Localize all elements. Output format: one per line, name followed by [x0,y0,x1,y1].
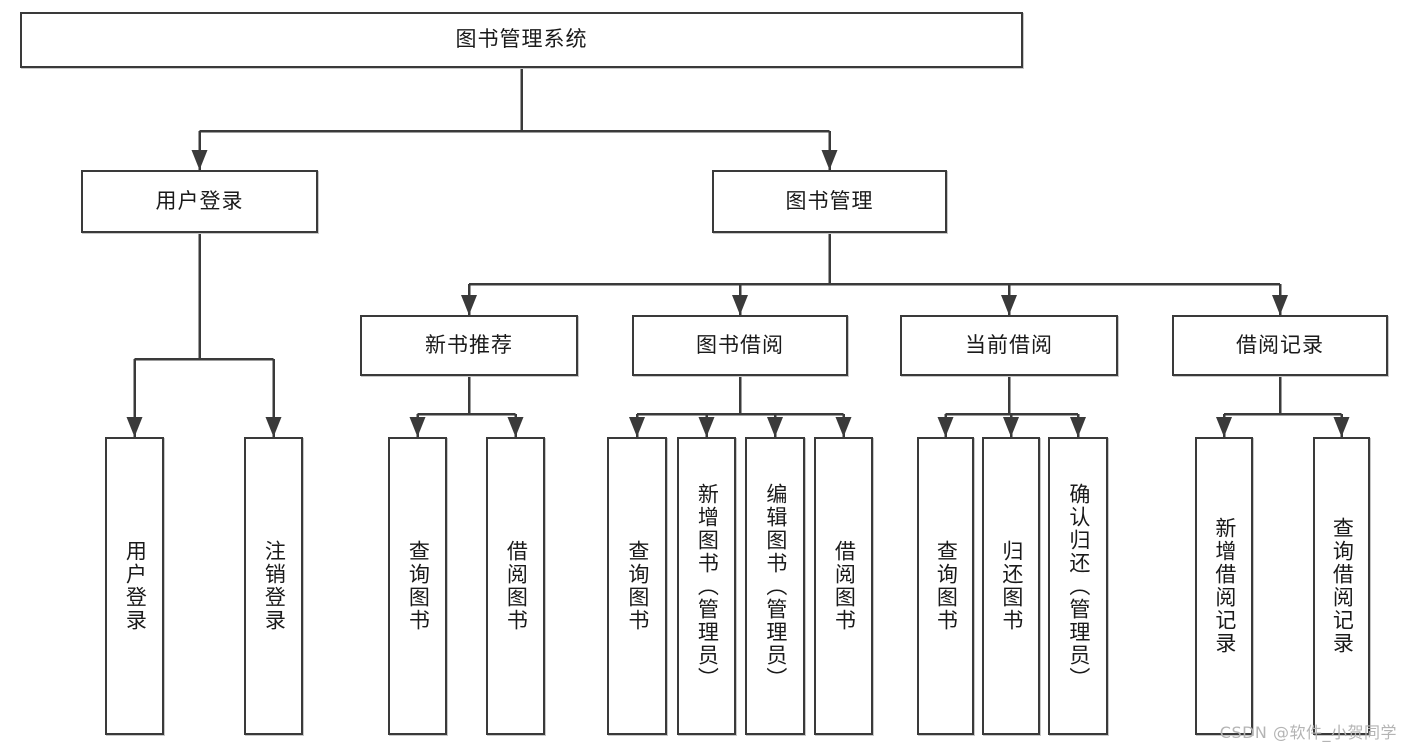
node-l-return[interactable]: 归还图书 [982,437,1040,735]
node-l-query1[interactable]: 查询图书 [388,437,447,735]
node-records[interactable]: 借阅记录 [1172,315,1388,376]
arrowhead-l-query3 [937,417,954,437]
arrowhead-l-return [1003,417,1019,437]
node-l-queryrec[interactable]: 查询借阅记录 [1313,437,1370,735]
node-label: 当前借阅 [965,332,1053,357]
node-label: 图书管理 [785,188,874,213]
node-l-borrow2[interactable]: 借阅图书 [814,437,873,735]
node-root[interactable]: 图书管理系统 [20,12,1023,68]
node-label: 查询借阅记录 [1330,517,1355,655]
arrowhead-l-borrow2 [835,417,852,437]
node-label: 新书推荐 [425,332,513,357]
arrowhead-l-query2 [629,417,645,437]
arrowhead-bookmgmt [821,150,838,170]
node-borrow[interactable]: 图书借阅 [632,315,848,376]
node-label: 归还图书 [999,540,1024,632]
node-l-login[interactable]: 用户登录 [105,437,164,735]
node-label: 查询图书 [406,540,431,632]
arrowhead-l-edit [767,417,783,437]
arrowhead-l-borrow1 [507,417,524,437]
node-l-logout[interactable]: 注销登录 [244,437,303,735]
arrowhead-l-logout [265,417,282,437]
node-newbook[interactable]: 新书推荐 [360,315,578,376]
node-label: 借阅记录 [1236,332,1324,357]
node-label: 图书借阅 [696,332,784,357]
arrowhead-l-add [698,417,715,437]
node-label: 图书管理系统 [455,27,588,52]
node-l-add[interactable]: 新增图书（管理员） [677,437,736,735]
arrowhead-l-query1 [409,417,426,437]
node-label: 编辑图书（管理员） [763,482,788,690]
node-label: 确认归还（管理员） [1066,482,1091,690]
node-label: 查询图书 [934,540,959,632]
arrowhead-l-queryrec [1333,417,1350,437]
arrowhead-l-addrec [1216,417,1232,437]
node-label: 用户登录 [123,540,148,632]
arrowhead-l-confirm [1070,417,1086,437]
node-label: 借阅图书 [832,540,857,632]
node-label: 新增借阅记录 [1212,517,1237,655]
node-l-query3[interactable]: 查询图书 [917,437,974,735]
arrowhead-l-login [126,417,143,437]
node-label: 新增图书（管理员） [695,482,720,690]
watermark: CSDN @软件_小贺同学 [1219,723,1397,742]
node-label: 借阅图书 [504,540,529,632]
node-login[interactable]: 用户登录 [81,170,318,233]
node-label: 注销登录 [262,540,287,632]
node-l-confirm[interactable]: 确认归还（管理员） [1048,437,1108,735]
node-l-borrow1[interactable]: 借阅图书 [486,437,545,735]
arrowhead-records [1272,295,1288,315]
node-l-query2[interactable]: 查询图书 [607,437,667,735]
node-l-addrec[interactable]: 新增借阅记录 [1195,437,1253,735]
arrowhead-borrow [732,295,748,315]
node-bookmgmt[interactable]: 图书管理 [712,170,947,233]
node-current[interactable]: 当前借阅 [900,315,1118,376]
node-label: 查询图书 [625,540,650,632]
node-l-edit[interactable]: 编辑图书（管理员） [745,437,805,735]
arrowhead-login [191,150,208,170]
node-label: 用户登录 [155,188,244,213]
arrowhead-current [1001,295,1017,315]
arrowhead-newbook [461,295,477,315]
